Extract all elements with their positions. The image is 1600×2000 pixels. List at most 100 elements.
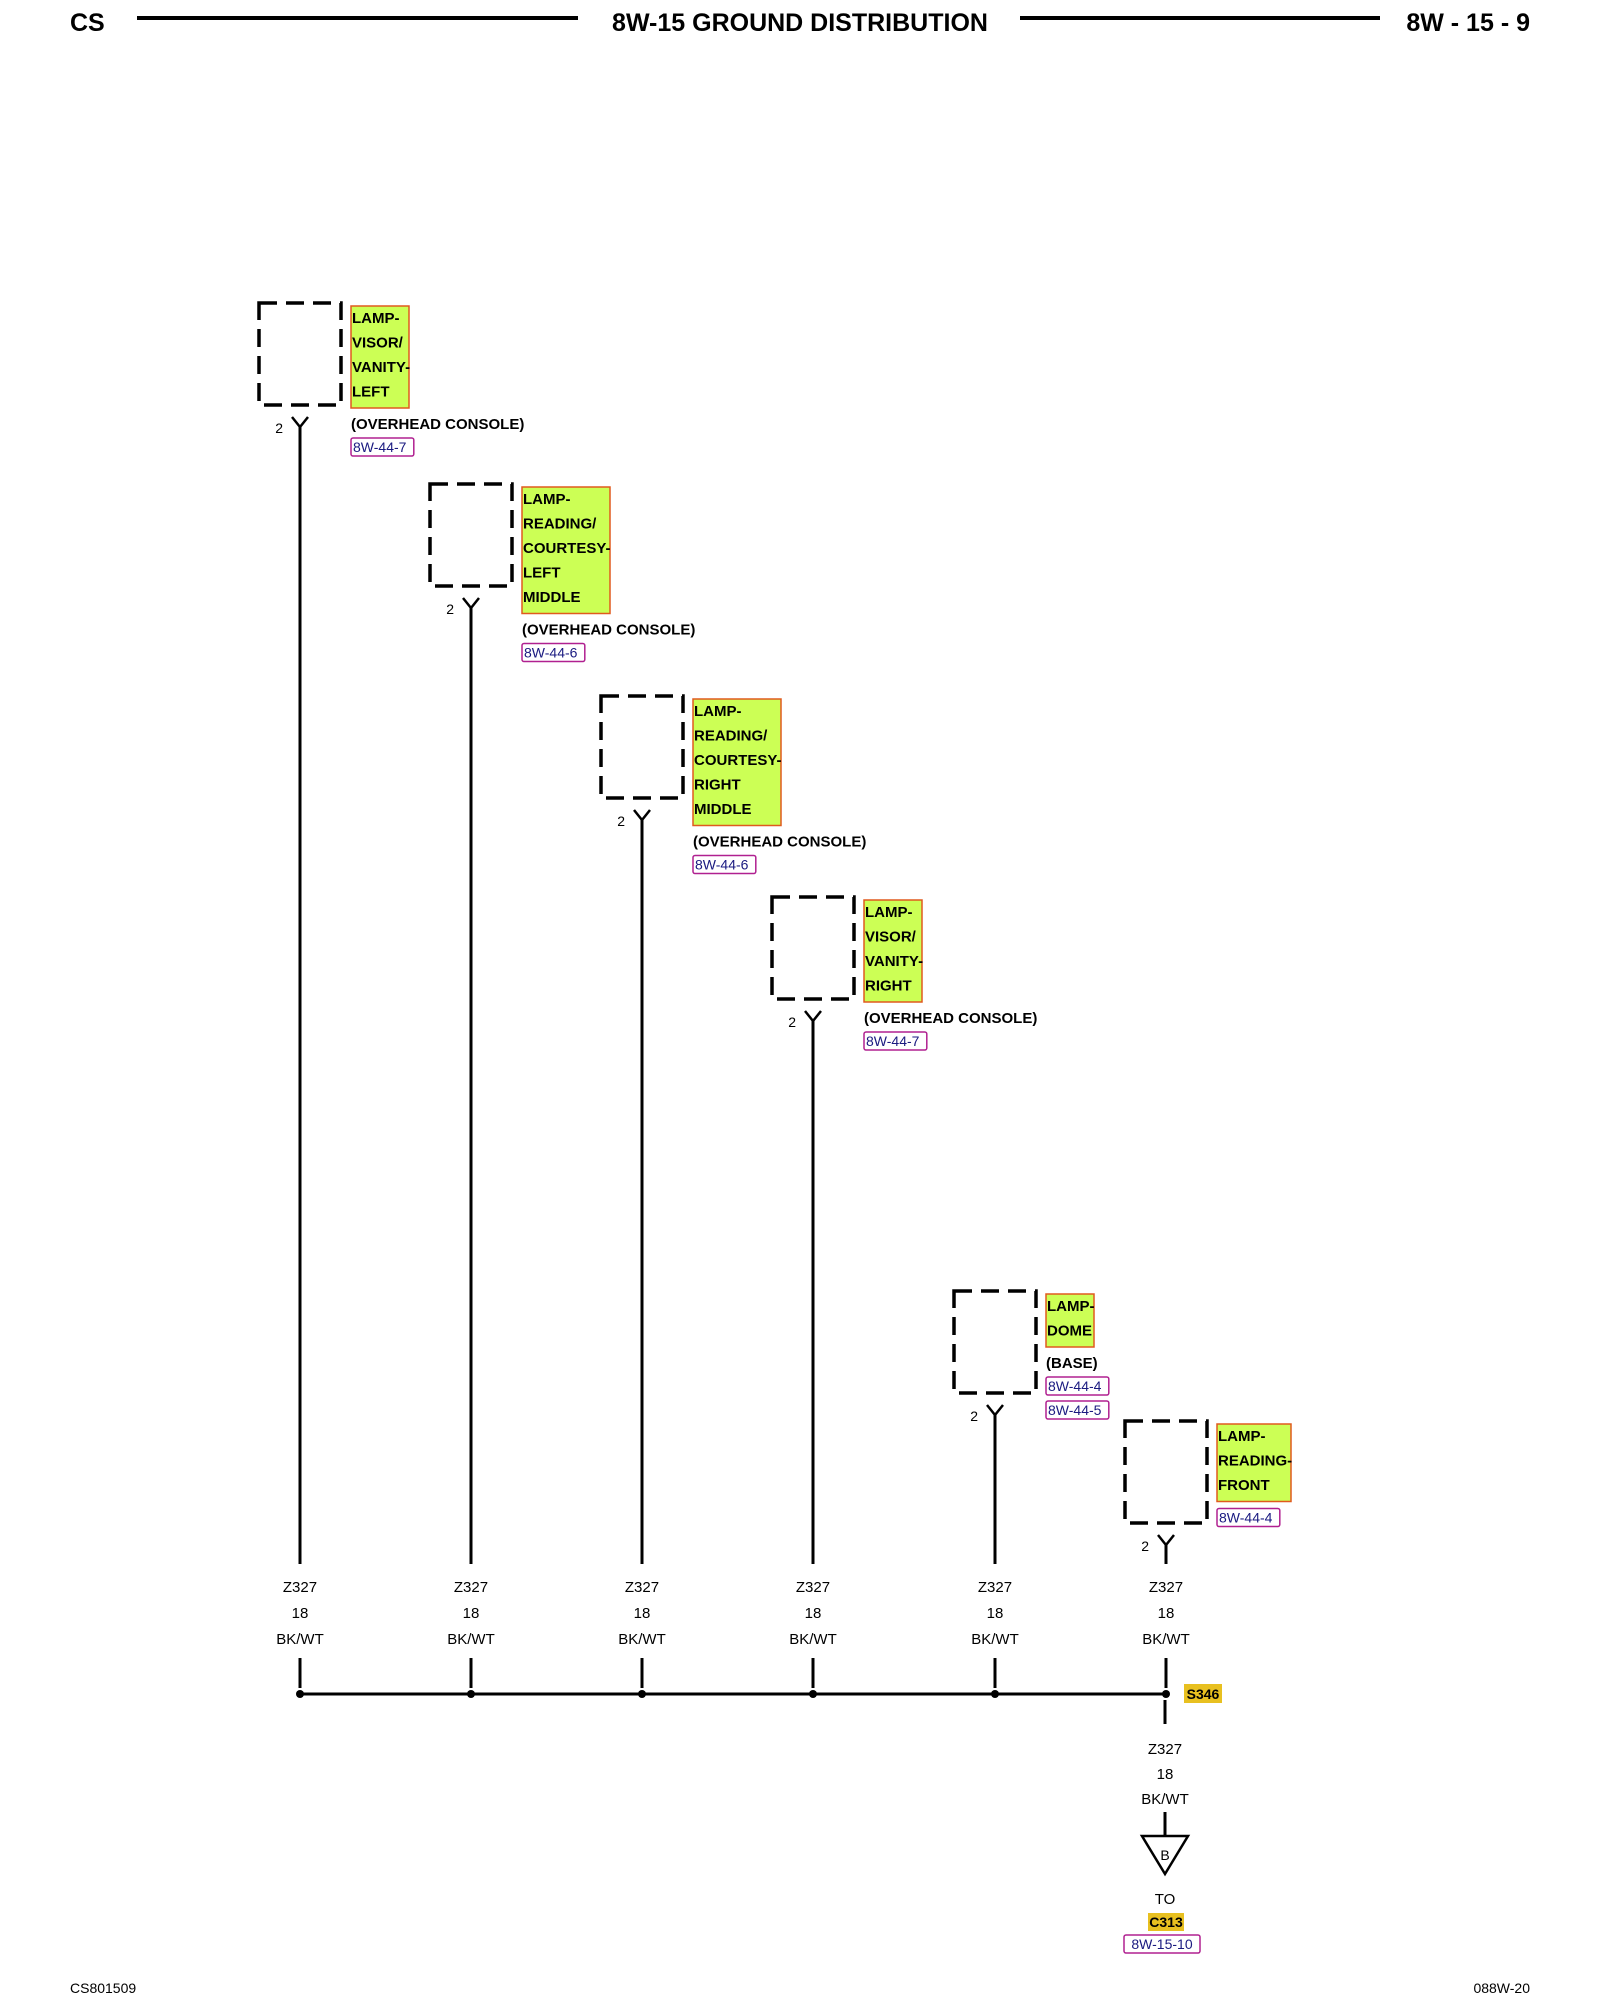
component-label-line: COURTESY-: [694, 752, 782, 769]
page-number: 8W - 15 - 9: [1406, 9, 1530, 37]
out-wire-gauge: 18: [1157, 1766, 1174, 1783]
footer-code: CS801509: [70, 1980, 136, 1996]
connector-to-label: TO: [1155, 1891, 1176, 1908]
component-5[interactable]: LAMP-DOME(BASE)8W-44-48W-44-52Z32718BK/W…: [952, 1289, 1110, 1698]
component-label-line: MIDDLE: [694, 801, 752, 818]
connector-ref-box[interactable]: [1123, 1934, 1201, 1954]
wire-color: BK/WT: [276, 1631, 324, 1648]
component-label-line: VANITY-: [352, 359, 410, 376]
component-ref[interactable]: 8W-44-4: [1048, 1378, 1102, 1394]
component-box[interactable]: [599, 694, 685, 800]
component-label-line: LAMP-: [1218, 1428, 1266, 1445]
connector-letter: B: [1160, 1847, 1169, 1863]
terminal-fork-icon: [462, 597, 480, 611]
pin-number: 2: [788, 1014, 796, 1030]
out-wire-color: BK/WT: [1141, 1791, 1189, 1808]
component-location: (OVERHEAD CONSOLE): [693, 834, 866, 851]
component-ref[interactable]: 8W-44-4: [1219, 1510, 1273, 1526]
header-section: CS: [70, 9, 105, 37]
component-label-line: LAMP-: [694, 703, 742, 720]
wire-color: BK/WT: [971, 1631, 1019, 1648]
wire-circuit: Z327: [283, 1579, 317, 1596]
component-box[interactable]: [770, 895, 856, 1001]
wire-gauge: 18: [1158, 1605, 1175, 1622]
terminal-fork-icon: [633, 809, 651, 823]
component-ref-box[interactable]: [692, 854, 757, 875]
connector-badge: [1148, 1913, 1184, 1931]
component-ref[interactable]: 8W-44-7: [866, 1033, 920, 1049]
component-box[interactable]: [952, 1289, 1038, 1395]
component-ref[interactable]: 8W-44-6: [695, 857, 749, 873]
wire-gauge: 18: [463, 1605, 480, 1622]
wire-circuit: Z327: [796, 1579, 830, 1596]
component-ref-box[interactable]: [1045, 1400, 1110, 1420]
pin-number: 2: [1141, 1538, 1149, 1554]
component-ref[interactable]: 8W-44-7: [353, 439, 407, 455]
component-label-line: LAMP-: [1047, 1298, 1095, 1315]
splice-output-wire[interactable]: Z327 18 BK/WT: [1141, 1700, 1189, 1836]
splice-name: S346: [1187, 1686, 1220, 1702]
component-label-line: MIDDLE: [523, 589, 581, 606]
component-3[interactable]: LAMP- READING/COURTESY- RIGHT MIDDLE (OVERHE…: [599, 694, 866, 1698]
connector-b[interactable]: B TO C313 8W-15-10: [1123, 1834, 1201, 1954]
component-ref-box[interactable]: [350, 437, 415, 457]
pin-number: 2: [275, 420, 283, 436]
wire-gauge: 18: [292, 1605, 309, 1622]
wire-gauge: 18: [987, 1605, 1004, 1622]
pin-number: 2: [446, 601, 454, 617]
component-label-line: RIGHT: [694, 777, 741, 794]
component-label-line: LAMP-: [352, 310, 400, 327]
wire-circuit: Z327: [454, 1579, 488, 1596]
component-label-box: [1216, 1423, 1292, 1503]
component-location: (OVERHEAD CONSOLE): [864, 1010, 1037, 1027]
component-label-line: LEFT: [352, 384, 390, 401]
component-ref-box[interactable]: [863, 1031, 928, 1051]
component-label-line: LAMP-: [865, 904, 913, 921]
component-label-box: [692, 698, 782, 827]
component-ref[interactable]: 8W-44-6: [524, 645, 578, 661]
component-label-line: READING/: [694, 728, 768, 745]
component-box[interactable]: [257, 301, 343, 407]
wire-circuit: Z327: [978, 1579, 1012, 1596]
component-ref-box[interactable]: [521, 642, 586, 663]
wire-color: BK/WT: [1142, 1631, 1190, 1648]
component-ref[interactable]: 8W-44-5: [1048, 1402, 1102, 1418]
component-label-line: LEFT: [523, 565, 561, 582]
component-label-line: RIGHT: [865, 978, 912, 995]
component-label-line: READING/: [523, 516, 597, 533]
component-location: (BASE): [1046, 1355, 1098, 1372]
connector-name: C313: [1149, 1914, 1183, 1930]
wire-circuit: Z327: [1149, 1579, 1183, 1596]
component-4[interactable]: LAMP-VISOR/VANITY-RIGHT(OVERHEAD CONSOLE…: [770, 895, 1037, 1698]
component-label-line: FRONT: [1218, 1477, 1270, 1494]
footer-figure: 088W-20: [1473, 1980, 1530, 1996]
splice-s346[interactable]: S346: [1184, 1684, 1222, 1703]
component-label-line: VISOR/: [352, 335, 404, 352]
component-location: (OVERHEAD CONSOLE): [522, 622, 695, 639]
terminal-fork-icon: [1157, 1534, 1175, 1548]
wire-color: BK/WT: [447, 1631, 495, 1648]
component-2[interactable]: LAMP- READING/COURTESY- LEFT MIDDLE (OVERHEA…: [428, 482, 695, 1698]
component-label-box: [863, 899, 923, 1003]
component-ref-box[interactable]: [1045, 1376, 1110, 1396]
wire-circuit: Z327: [625, 1579, 659, 1596]
out-wire-circuit: Z327: [1148, 1741, 1182, 1758]
component-label-line: VISOR/: [865, 929, 917, 946]
component-label-line: COURTESY-: [523, 540, 611, 557]
terminal-fork-icon: [291, 416, 309, 430]
component-box[interactable]: [428, 482, 514, 588]
component-label-line: READING-: [1218, 1453, 1292, 1470]
page-header: CS 8W-15 GROUND DISTRIBUTION 8W - 15 - 9: [70, 9, 1530, 37]
component-1[interactable]: LAMP-VISOR/VANITY-LEFT(OVERHEAD CONSOLE)…: [257, 301, 524, 1698]
page-footer: CS801509 088W-20: [70, 1980, 1530, 1996]
connector-ref[interactable]: 8W-15-10: [1131, 1936, 1192, 1952]
component-ref-box[interactable]: [1216, 1507, 1281, 1528]
component-label-line: DOME: [1047, 1323, 1092, 1340]
component-box[interactable]: [1123, 1419, 1209, 1525]
pin-number: 2: [617, 813, 625, 829]
wire-gauge: 18: [634, 1605, 651, 1622]
component-label-line: LAMP-: [523, 491, 571, 508]
component-label-box: [350, 305, 410, 409]
